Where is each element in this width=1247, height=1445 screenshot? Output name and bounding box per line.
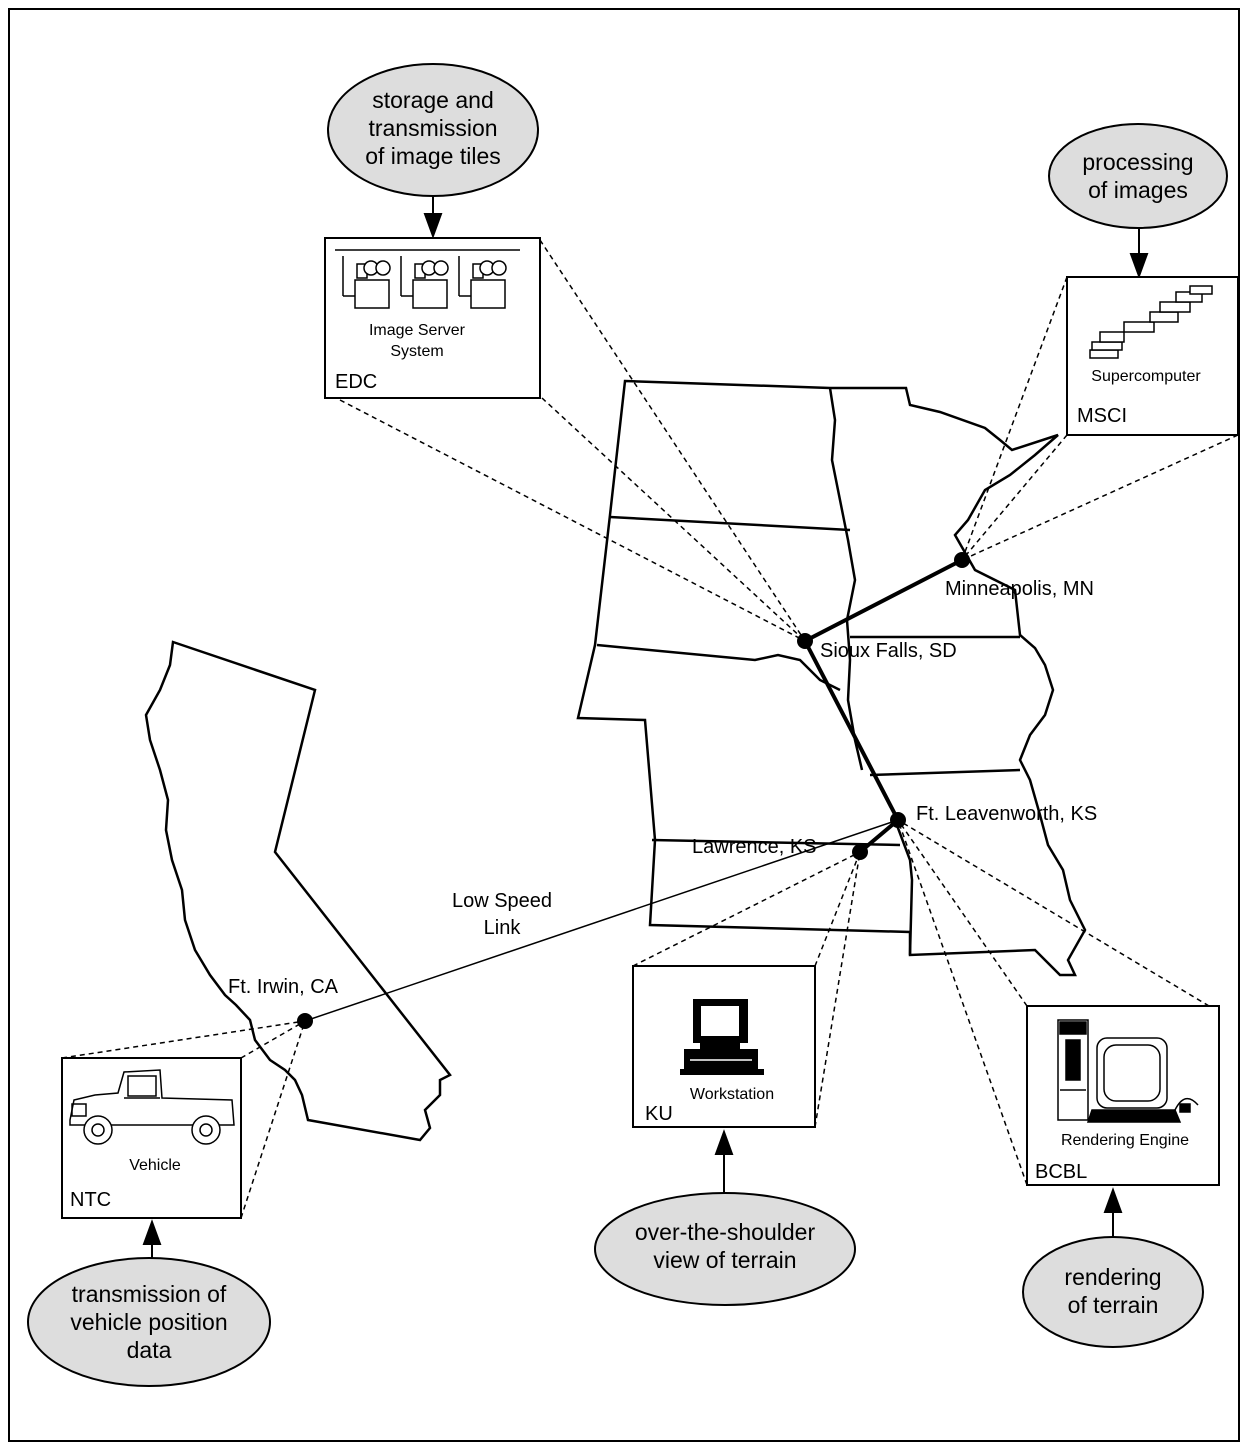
city-label-leavenworth: Ft. Leavenworth, KS — [916, 803, 1097, 825]
ntc-dash-1 — [61, 1020, 306, 1059]
bubble-bcbl-line-2: of terrain — [1068, 1292, 1159, 1318]
link-label-line-1: Low Speed — [452, 890, 552, 912]
arrow-bcbl-head — [1103, 1187, 1123, 1213]
ks-mo-border — [893, 819, 914, 956]
bubble-ntc-line-3: data — [127, 1337, 172, 1363]
box-edc-caption-2: System — [390, 343, 443, 360]
bcbl-dash-3 — [897, 819, 1028, 1186]
box-ku-caption: Workstation — [690, 1086, 774, 1103]
box-edc-code: EDC — [335, 371, 377, 393]
city-nodes — [297, 552, 970, 1029]
ia-mo-border — [869, 768, 1021, 777]
city-label-sioux-falls: Sioux Falls, SD — [820, 640, 957, 662]
box-ntc-caption: Vehicle — [129, 1157, 181, 1174]
bubble-msci-line-2: of images — [1088, 177, 1188, 203]
outer-frame — [8, 8, 1240, 1442]
irwin-node — [297, 1013, 313, 1029]
minneapolis-node — [954, 552, 970, 568]
bubble-bcbl-line-1: rendering — [1064, 1264, 1161, 1290]
low-speed-link-line — [304, 819, 899, 1022]
dashed-connections — [61, 239, 1239, 1219]
workstation-icon — [680, 999, 764, 1075]
bubble-bcbl: rendering of terrain — [1022, 1236, 1204, 1348]
bubble-msci: processing of images — [1048, 123, 1228, 229]
midwest-states — [576, 379, 1087, 977]
edc-dash-2 — [541, 397, 806, 642]
box-edc-caption-1: Image Server — [369, 322, 466, 339]
arrow-edc-head — [423, 213, 443, 239]
vehicle-icon — [69, 1069, 235, 1145]
ku-dash-1 — [632, 851, 861, 967]
city-label-minneapolis: Minneapolis, MN — [945, 578, 1094, 600]
state-outer-boundary — [576, 379, 1087, 977]
box-ntc-code: NTC — [70, 1189, 111, 1211]
arrow-ku-head — [714, 1129, 734, 1155]
bubble-edc-line-3: of image tiles — [365, 143, 501, 169]
sioux-falls-node — [797, 633, 813, 649]
msci-dash-2 — [961, 434, 1068, 561]
high-speed-links — [803, 558, 963, 854]
city-label-lawrence: Lawrence, KS — [692, 836, 817, 858]
arrow-ntc-head — [142, 1219, 162, 1245]
edc-dash-1 — [539, 239, 806, 642]
bubble-ku: over-the-shoulder view of terrain — [594, 1192, 856, 1306]
bubble-ntc-line-1: transmission of — [72, 1281, 227, 1307]
box-bcbl: Rendering Engine BCBL — [1026, 1005, 1220, 1186]
city-label-irwin: Ft. Irwin, CA — [228, 976, 339, 998]
bubble-ntc: transmission of vehicle position data — [27, 1257, 271, 1387]
bubble-ku-line-1: over-the-shoulder — [635, 1219, 816, 1245]
bubble-msci-line-1: processing — [1082, 149, 1193, 175]
box-edc: Image Server System EDC — [324, 237, 541, 399]
ntc-dash-2 — [240, 1020, 306, 1059]
box-msci-code: MSCI — [1077, 405, 1127, 427]
box-bcbl-caption: Rendering Engine — [1061, 1132, 1189, 1149]
nd-sd-border — [609, 515, 851, 532]
link-leavenworth-lawrence — [858, 818, 900, 854]
box-ku: Workstation KU — [632, 965, 816, 1128]
ntc-dash-3 — [240, 1020, 306, 1219]
bcbl-dash-1 — [897, 819, 1028, 1007]
bubble-ntc-line-2: vehicle position — [70, 1309, 227, 1335]
california-outline — [144, 640, 452, 1142]
ku-dash-2 — [814, 851, 861, 967]
box-ntc: Vehicle NTC — [61, 1057, 242, 1219]
box-bcbl-code: BCBL — [1035, 1161, 1087, 1183]
rendering-engine-icon — [1057, 1019, 1199, 1123]
ku-dash-3 — [814, 851, 861, 1128]
bubble-edc: storage and transmission of image tiles — [327, 63, 539, 197]
arrows — [142, 196, 1149, 1258]
edc-dash-3 — [339, 399, 806, 642]
bubble-edc-line-2: transmission — [368, 115, 497, 141]
msci-dash-3 — [961, 434, 1239, 561]
bubble-edc-line-1: storage and — [372, 87, 493, 113]
box-msci: Supercomputer MSCI — [1066, 276, 1239, 436]
box-msci-caption: Supercomputer — [1091, 368, 1201, 385]
bubble-ntc-shape — [27, 1257, 271, 1387]
box-ku-code: KU — [645, 1103, 673, 1125]
leavenworth-node — [890, 812, 906, 828]
bcbl-dash-2 — [897, 819, 1210, 1007]
bubble-ku-line-2: view of terrain — [653, 1247, 796, 1273]
link-sioux-minneapolis — [804, 558, 963, 643]
arrow-msci-head — [1129, 253, 1149, 279]
link-label-line-2: Link — [484, 917, 522, 939]
sd-ne-border — [596, 643, 841, 692]
msci-dash-1 — [961, 276, 1068, 561]
mn-west-border — [828, 387, 864, 771]
supercomputer-icon — [1089, 285, 1213, 359]
lawrence-node — [852, 844, 868, 860]
link-sioux-leavenworth — [803, 640, 900, 821]
server-icon — [335, 249, 520, 309]
bubble-msci-shape — [1048, 123, 1228, 229]
